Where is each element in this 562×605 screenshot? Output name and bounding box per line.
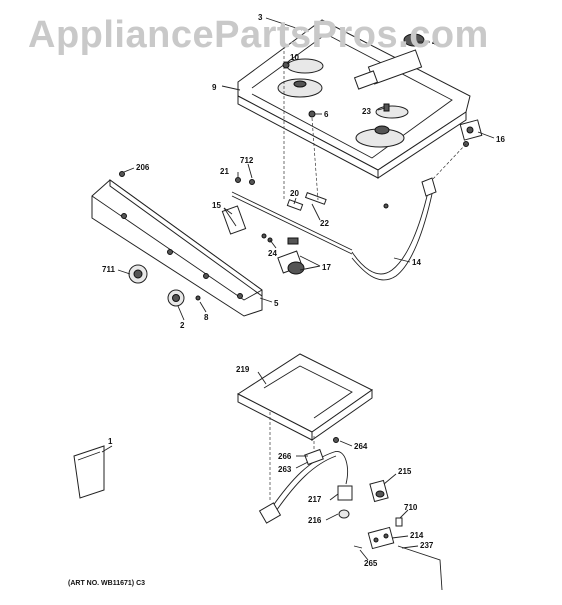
callout-9: 9: [212, 83, 217, 92]
callout-16: 16: [496, 135, 505, 144]
callout-710: 710: [404, 503, 418, 512]
callout-6: 6: [324, 110, 329, 119]
guide-lines: [269, 46, 467, 500]
callout-24: 24: [268, 249, 277, 258]
callout-14: 14: [412, 258, 421, 267]
control-panel: [91, 171, 263, 317]
art-number: (ART NO. WB11671) C3: [68, 580, 146, 587]
callout-237: 237: [420, 541, 434, 550]
callout-265: 265: [364, 559, 378, 568]
callout-22: 22: [320, 219, 329, 228]
callout-264: 264: [354, 442, 368, 451]
callout-17: 17: [322, 263, 331, 272]
callout-2: 2: [180, 321, 185, 330]
leader-lines: [101, 17, 495, 561]
callout-214: 214: [410, 531, 424, 540]
callout-712: 712: [240, 156, 254, 165]
callout-3: 3: [258, 13, 263, 22]
manual-booklet: [73, 445, 105, 499]
callout-8: 8: [204, 313, 209, 322]
lower-gas-line: [258, 437, 443, 591]
callout-216: 216: [308, 516, 322, 525]
callout-15: 15: [212, 201, 221, 210]
callout-4: 4: [432, 38, 437, 47]
callout-206: 206: [136, 163, 150, 172]
callout-1: 1: [108, 437, 113, 446]
callout-23: 23: [362, 107, 371, 116]
callout-labels: 3 4 9 10 6 23 16 206 712 21 20 15 22 17 …: [102, 13, 505, 568]
callout-217: 217: [308, 495, 322, 504]
callout-5: 5: [274, 299, 279, 308]
callout-20: 20: [290, 189, 299, 198]
lower-bracket: [237, 353, 373, 441]
callout-215: 215: [398, 467, 412, 476]
callout-263: 263: [278, 465, 292, 474]
callout-10: 10: [290, 53, 299, 62]
callout-219: 219: [236, 365, 250, 374]
watermark: AppliancePartsPros.com: [28, 14, 489, 56]
burner-box: [237, 19, 483, 179]
callout-266: 266: [278, 452, 292, 461]
callout-21: 21: [220, 167, 229, 176]
callout-711: 711: [102, 265, 115, 274]
